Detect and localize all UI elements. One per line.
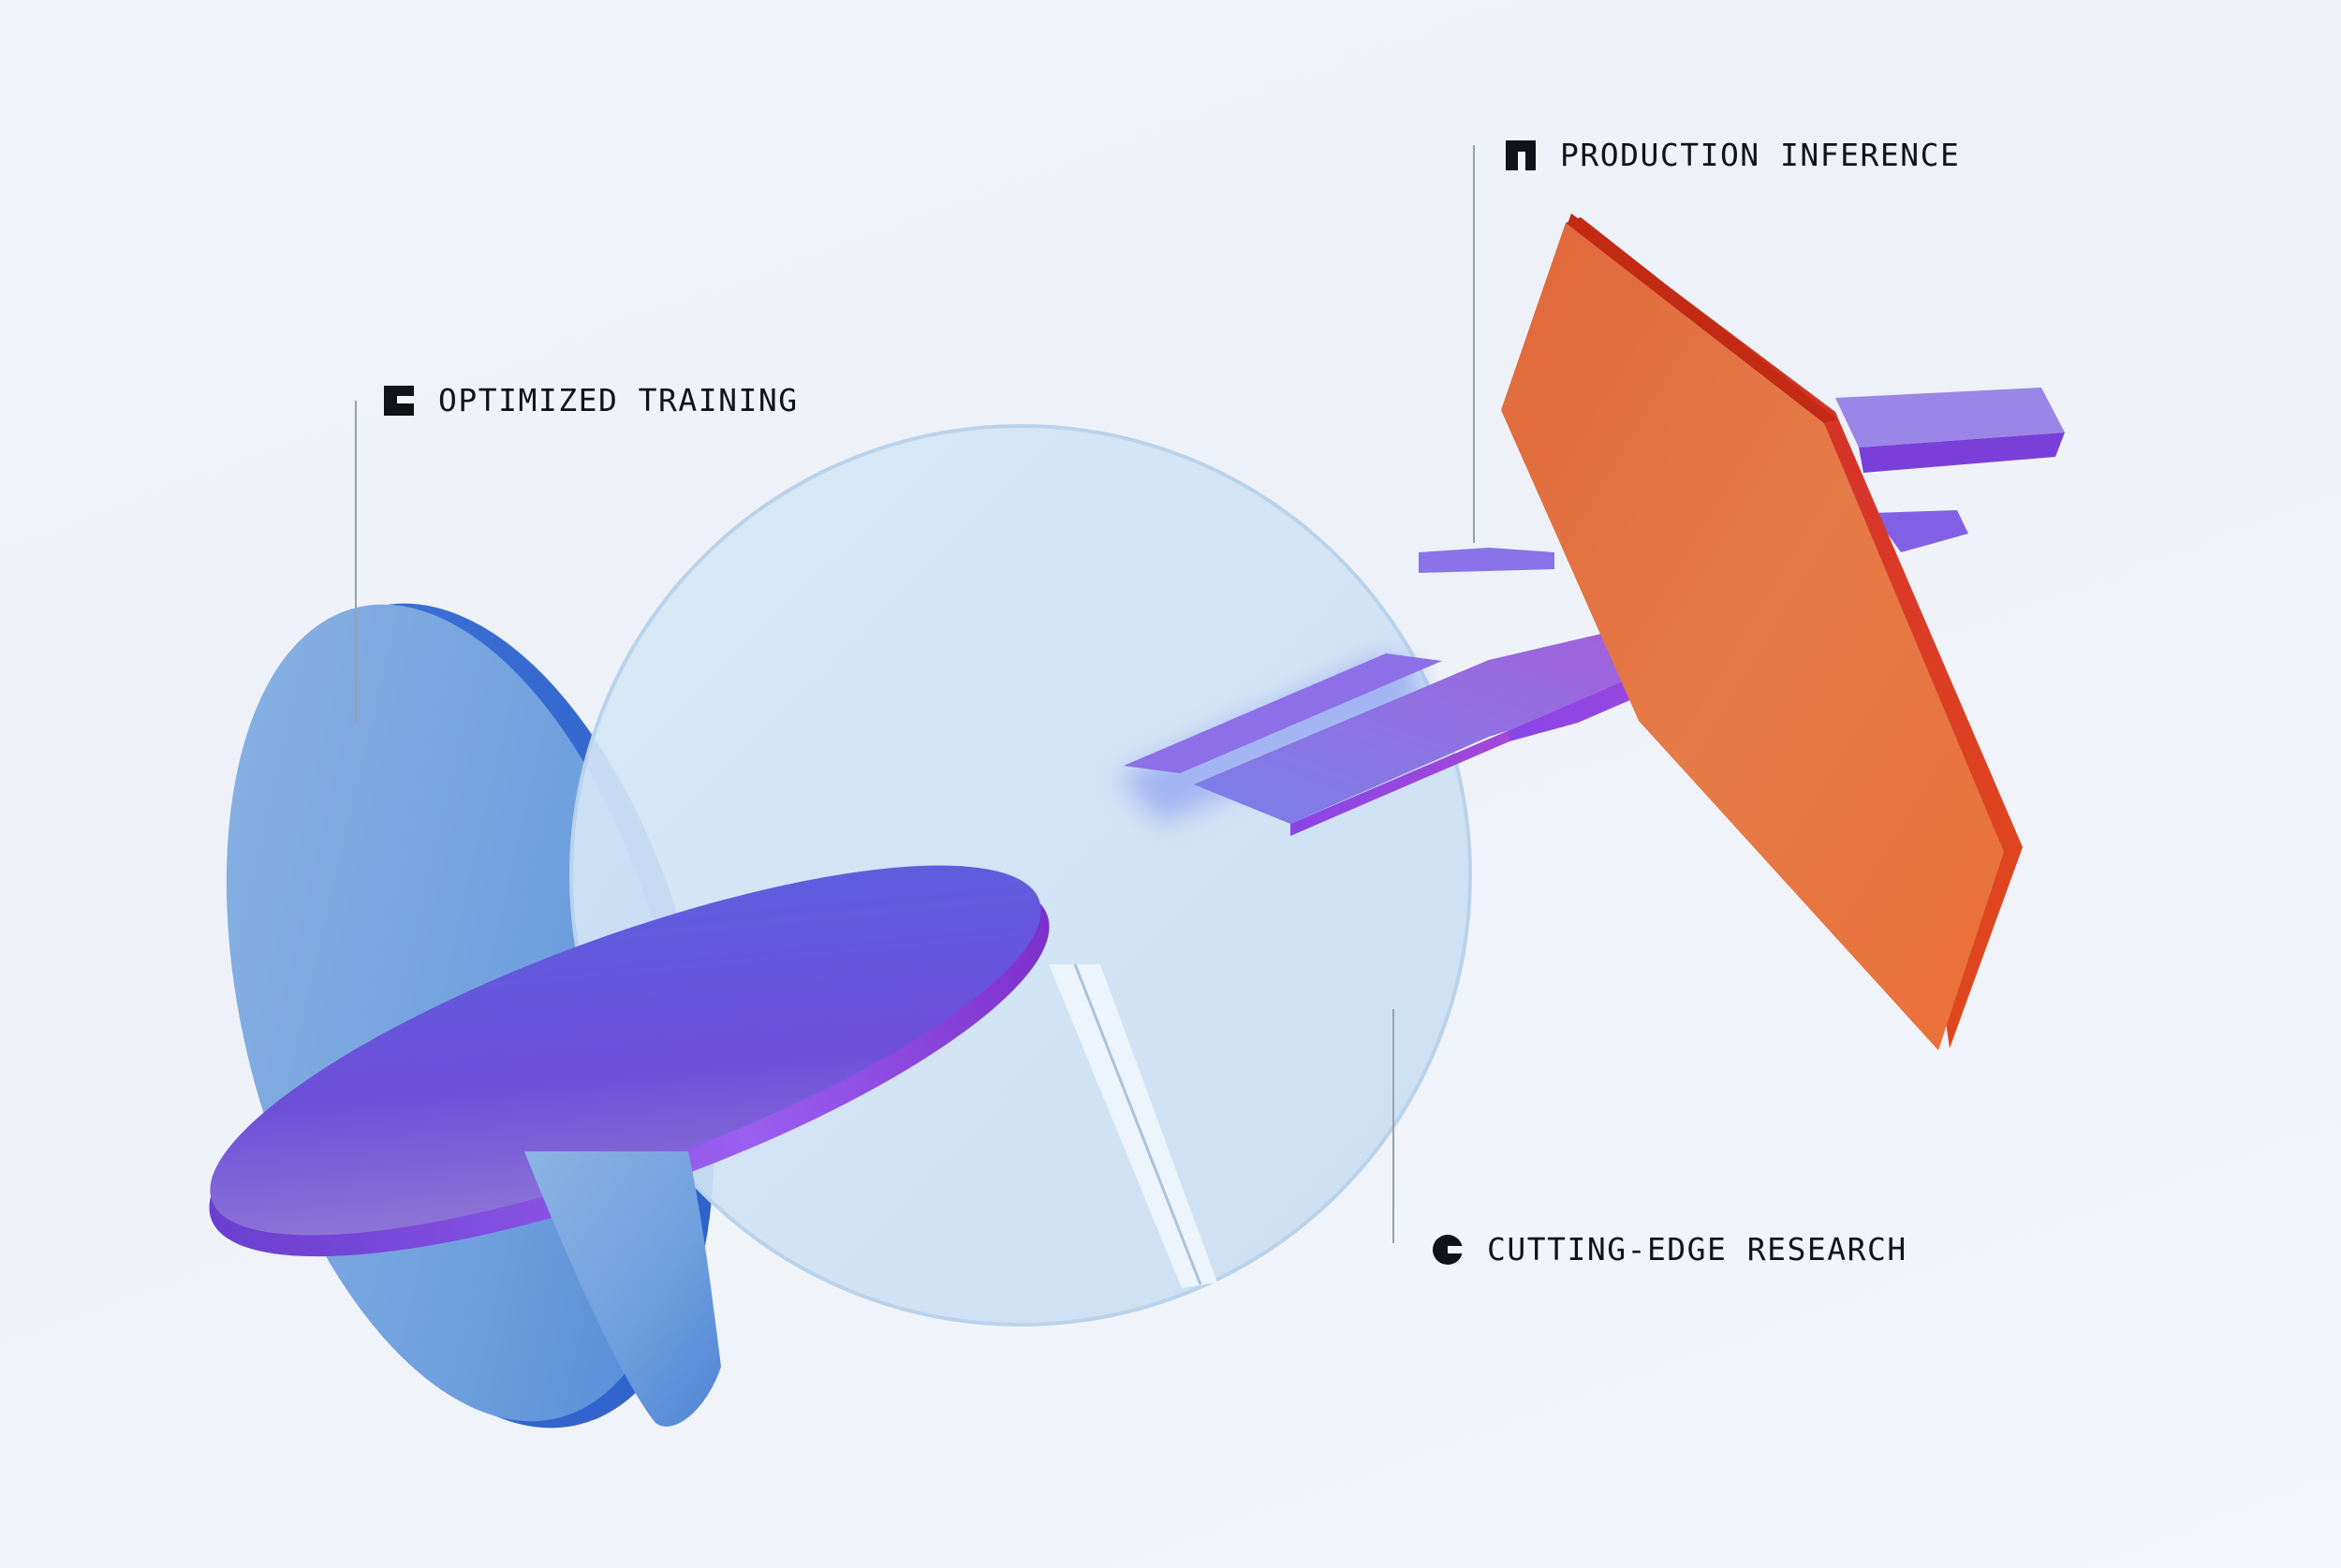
square-notch-icon <box>384 385 414 416</box>
orange-plate <box>1501 213 2023 1050</box>
callout-optimized-training: OPTIMIZED TRAINING <box>384 382 799 418</box>
callout-cutting-edge-research: CUTTING-EDGE RESEARCH <box>1433 1231 1907 1268</box>
purple-stepped-bar <box>1124 388 2065 836</box>
inference-leader-line <box>1473 145 1475 543</box>
callout-label: OPTIMIZED TRAINING <box>438 382 799 418</box>
glass-disc <box>569 424 1472 1326</box>
blue-disc-lower <box>524 1151 721 1427</box>
research-leader-line <box>1392 1009 1394 1243</box>
callout-label: CUTTING-EDGE RESEARCH <box>1487 1231 1907 1268</box>
arch-block-icon <box>1506 139 1536 170</box>
purple-disc <box>209 865 1050 1257</box>
c-circle-icon <box>1433 1234 1463 1265</box>
training-leader-line <box>355 401 357 724</box>
callout-production-inference: PRODUCTION INFERENCE <box>1506 137 1960 173</box>
callout-label: PRODUCTION INFERENCE <box>1560 137 1961 173</box>
